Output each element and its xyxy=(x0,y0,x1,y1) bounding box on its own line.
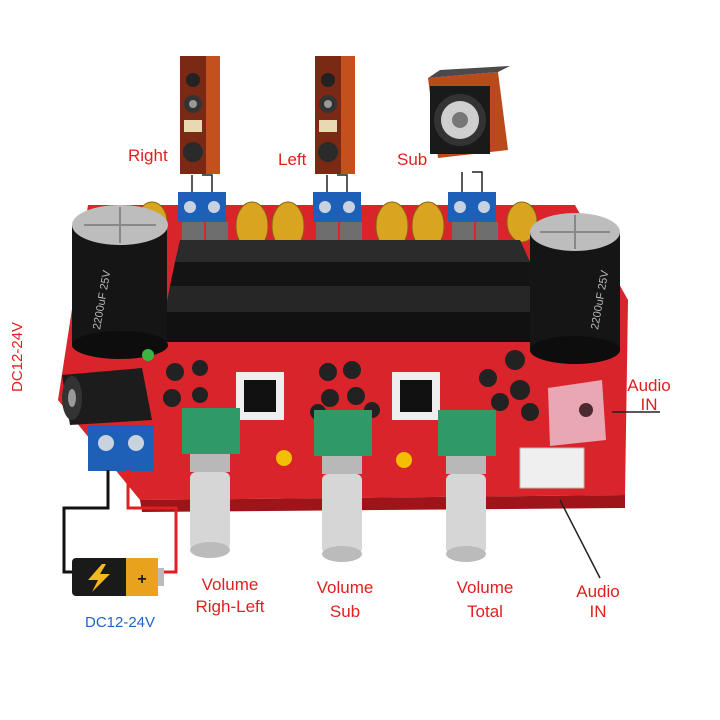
opamp-chips xyxy=(236,372,440,420)
volume-rl-line2: Righ-Left xyxy=(195,597,265,616)
dc-side-label: DC12-24V xyxy=(9,321,26,392)
left-electrolytic-capacitor: 2200uF 25V xyxy=(72,205,168,359)
svg-text:+: + xyxy=(137,571,146,588)
heatsink xyxy=(162,240,542,342)
lightning-icon xyxy=(88,564,110,592)
potentiometer-right-left xyxy=(182,408,240,558)
speaker-terminal-blocks xyxy=(178,192,496,222)
sub-speaker-label: Sub xyxy=(397,150,428,169)
left-speaker-label: Left xyxy=(278,150,307,169)
black-wire xyxy=(62,470,110,574)
potentiometer-sub xyxy=(314,410,372,562)
volume-right-left-label: Volume Righ-Left xyxy=(180,574,280,618)
volume-total-label: Volume Total xyxy=(440,576,530,624)
audio-in-lower-line2: IN xyxy=(589,602,607,621)
right-speaker-label: Right xyxy=(128,146,168,165)
right-tower-speaker-icon xyxy=(180,56,220,174)
audio-in-lower-label: Audio IN xyxy=(563,582,633,622)
red-wire xyxy=(126,470,178,574)
audio-in-upper-line1: Audio xyxy=(627,376,671,395)
audio-in-upper-label: Audio IN xyxy=(614,376,684,414)
yellow-capacitor xyxy=(276,450,292,466)
inductor-coils xyxy=(136,201,538,251)
subwoofer-icon xyxy=(428,66,510,158)
left-tower-speaker-icon xyxy=(315,56,355,174)
volume-sub-line2: Sub xyxy=(329,602,361,621)
yellow-capacitor xyxy=(396,452,412,468)
battery-voltage-label: DC12-24V xyxy=(85,614,156,631)
audio-in-lower-pointer xyxy=(559,499,601,579)
audio-input-header xyxy=(519,447,585,489)
dc-power-jack xyxy=(62,368,152,425)
right-electrolytic-capacitor: 2200uF 25V xyxy=(530,213,620,364)
audio-in-upper-line2: IN xyxy=(640,395,658,414)
audio-in-lower-line1: Audio xyxy=(576,582,620,601)
volume-total-line2: Total xyxy=(467,602,503,621)
volume-sub-line1: Volume xyxy=(316,578,374,597)
potentiometer-total xyxy=(438,410,496,562)
battery-icon: + xyxy=(72,558,164,596)
volume-rl-line1: Volume xyxy=(201,575,259,594)
volume-total-line1: Volume xyxy=(456,578,514,597)
volume-sub-label: Volume Sub xyxy=(300,576,390,624)
power-led xyxy=(142,349,154,361)
audio-input-jack xyxy=(548,380,606,446)
power-input-terminal xyxy=(88,425,154,471)
